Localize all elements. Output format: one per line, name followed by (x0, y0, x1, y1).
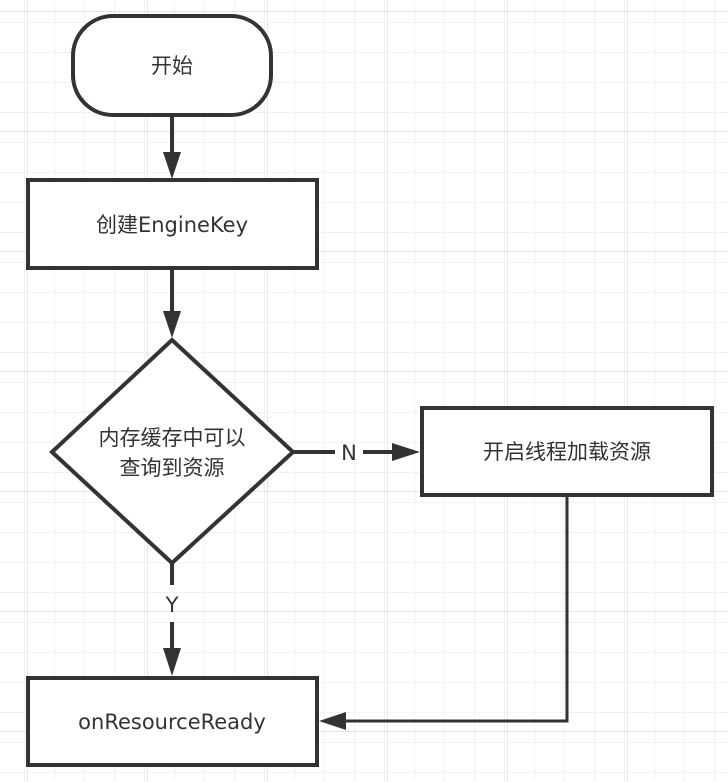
edge-load-thread-to-ready[interactable] (345, 496, 569, 723)
edge-label-yes: Y (165, 593, 179, 617)
node-create-key-label: 创建EngineKey (96, 213, 248, 237)
decision-shape (49, 337, 296, 566)
process-shape (26, 676, 319, 767)
terminal-shape (71, 14, 273, 117)
node-create-key[interactable]: 创建EngineKey (26, 178, 319, 270)
arrowhead-icon (163, 311, 181, 338)
node-cache-check[interactable]: 内存缓存中可以 查询到资源 (49, 337, 296, 566)
arrowhead-icon (319, 712, 346, 730)
node-ready[interactable]: onResourceReady (26, 676, 319, 767)
process-shape (26, 178, 319, 270)
node-load-thread-label: 开启线程加载资源 (483, 440, 651, 464)
node-cache-check-label-line2: 查询到资源 (120, 456, 225, 480)
process-shape (420, 406, 714, 497)
arrowhead-icon (392, 443, 420, 461)
node-ready-label: onResourceReady (78, 710, 266, 734)
edge-label-no: N (341, 441, 357, 465)
node-start[interactable]: 开始 (71, 14, 273, 117)
node-load-thread[interactable]: 开启线程加载资源 (420, 406, 714, 497)
node-cache-check-label-line1: 内存缓存中可以 (99, 426, 246, 450)
node-start-label: 开始 (151, 54, 193, 78)
arrowhead-icon (163, 152, 181, 179)
edges (163, 116, 569, 730)
arrowhead-icon (163, 648, 181, 676)
